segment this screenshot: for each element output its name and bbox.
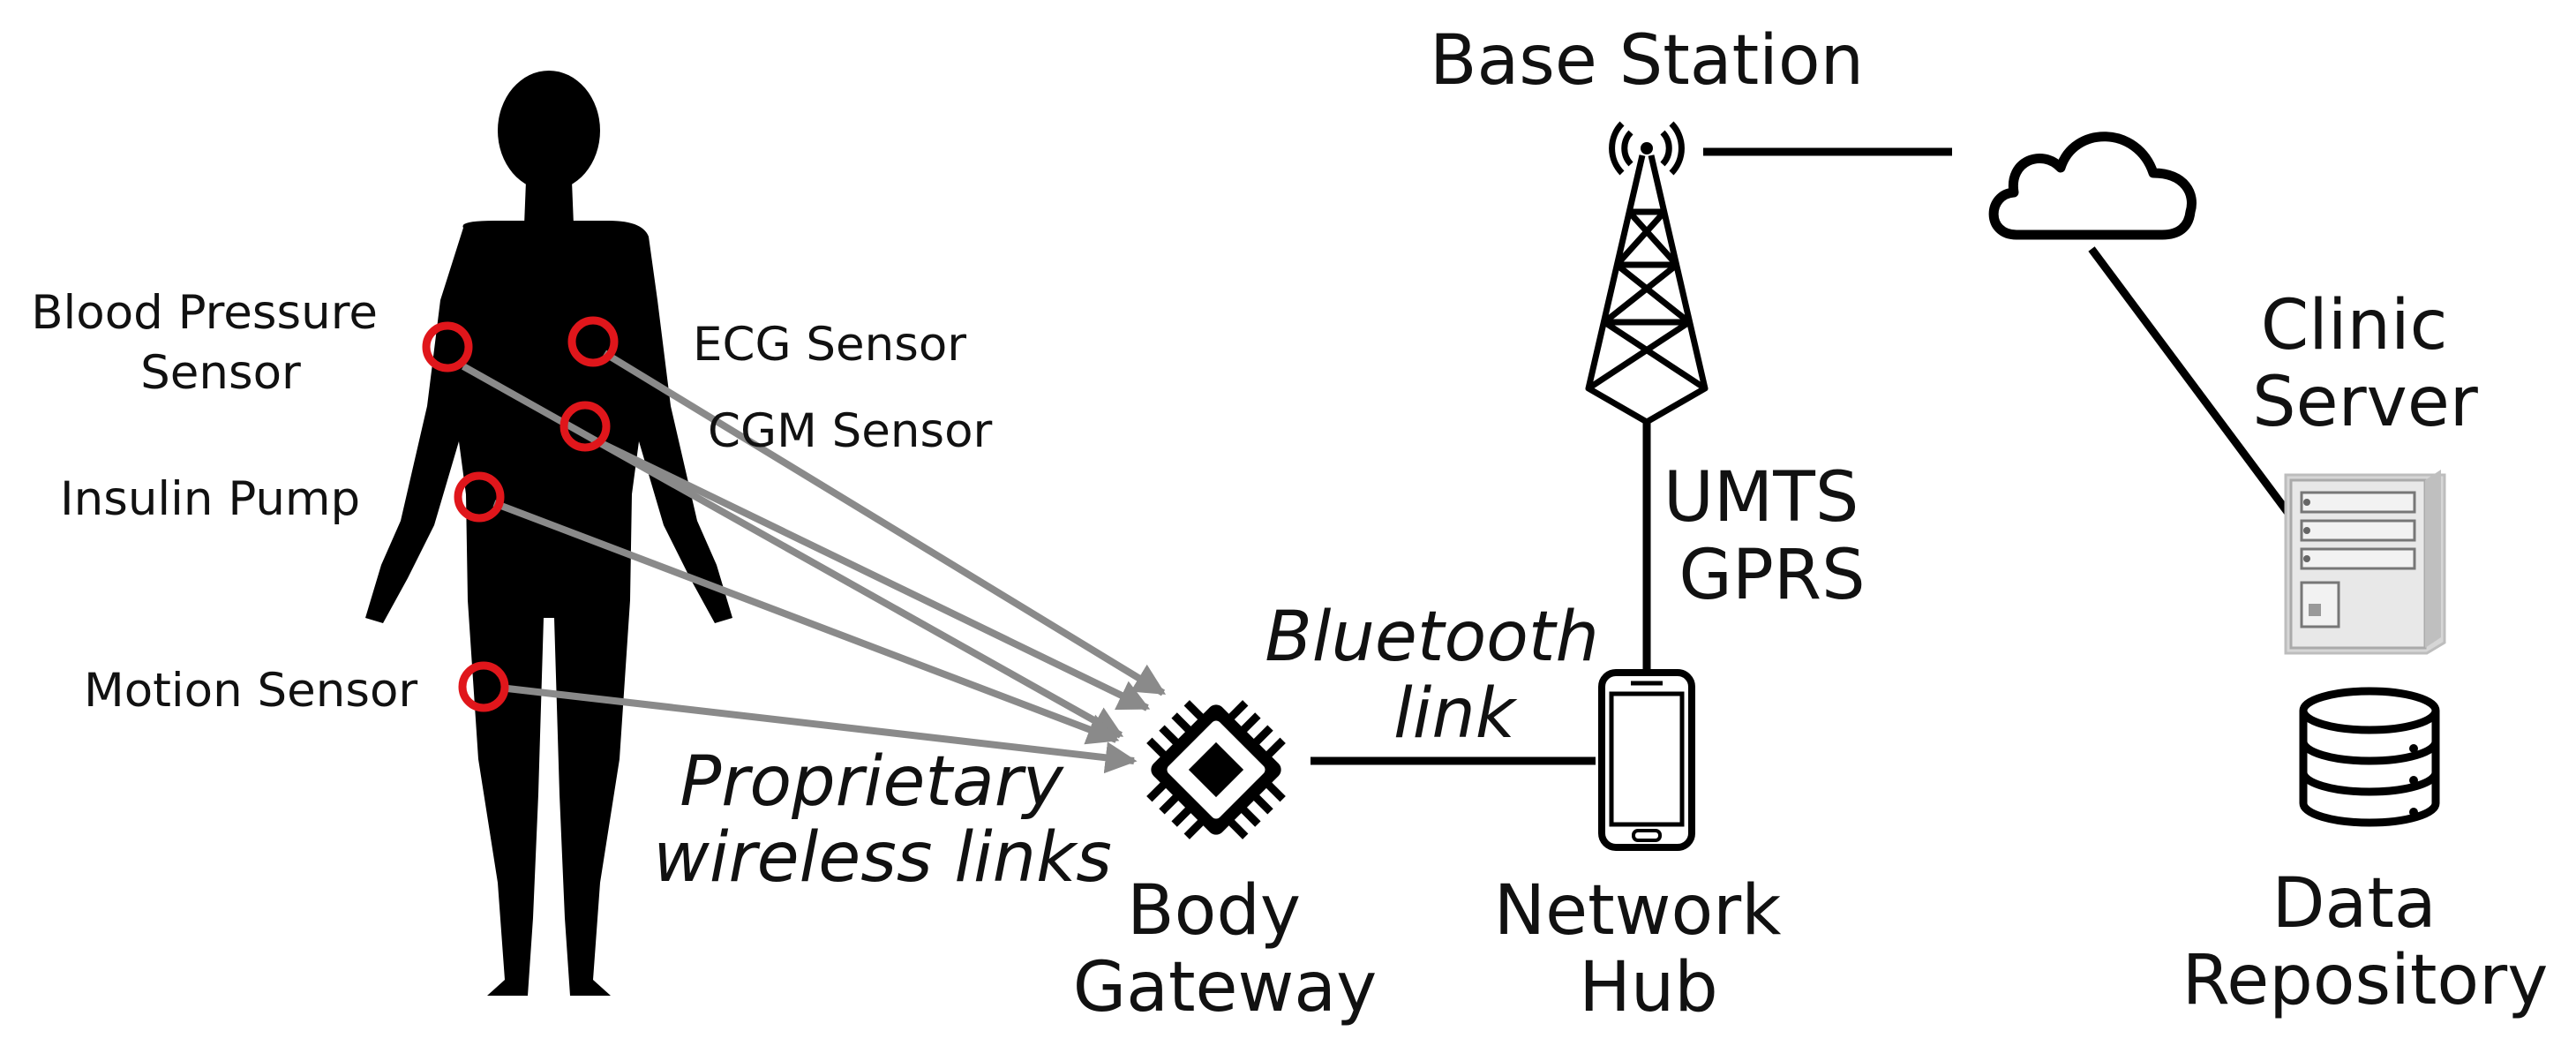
sensor-marker-blood-pressure <box>422 321 473 372</box>
arrow-ecg <box>602 350 1167 696</box>
motion-sensor-label: Motion Sensor <box>84 664 417 718</box>
cgm-sensor-label: CGM Sensor <box>708 404 993 458</box>
proprietary-wireless-arrows <box>462 350 1167 774</box>
ecg-sensor-label: ECG Sensor <box>693 318 966 372</box>
blood-pressure-label: Blood Pressure Sensor <box>31 286 393 400</box>
server-icon <box>2284 470 2446 655</box>
arrow-blood-pressure <box>462 363 1124 739</box>
antenna-tower-icon <box>1585 121 1709 425</box>
arrow-motion <box>507 685 1138 774</box>
proprietary-links-label: Proprietary wireless links <box>653 742 1112 898</box>
network-hub-label: Network Hub <box>1494 871 1803 1027</box>
cloud-server-link-line <box>2088 246 2291 515</box>
clinic-server-label: Clinic Server <box>2252 286 2479 442</box>
microchip-icon <box>1146 700 1286 839</box>
insulin-pump-label: Insulin Pump <box>60 472 360 526</box>
cloud-icon <box>1988 132 2197 240</box>
bluetooth-link-label: Bluetooth link <box>1265 598 1620 754</box>
smartphone-icon <box>1598 669 1695 851</box>
sensor-marker-cgm <box>560 401 611 452</box>
database-icon <box>2299 687 2440 827</box>
sensor-marker-ecg <box>567 316 619 367</box>
base-station-label: Base Station <box>1430 21 1864 101</box>
cellular-link-label: UMTS GPRS <box>1664 458 1881 615</box>
sensor-marker-motion <box>458 661 509 712</box>
data-repository-label: Data Repository <box>2182 864 2549 1020</box>
human-silhouette-icon <box>365 71 732 996</box>
sensor-marker-insulin <box>454 471 505 523</box>
body-gateway-label: Body Gateway <box>1073 871 1378 1027</box>
arrow-cgm <box>596 438 1151 711</box>
arrow-insulin <box>492 500 1120 745</box>
